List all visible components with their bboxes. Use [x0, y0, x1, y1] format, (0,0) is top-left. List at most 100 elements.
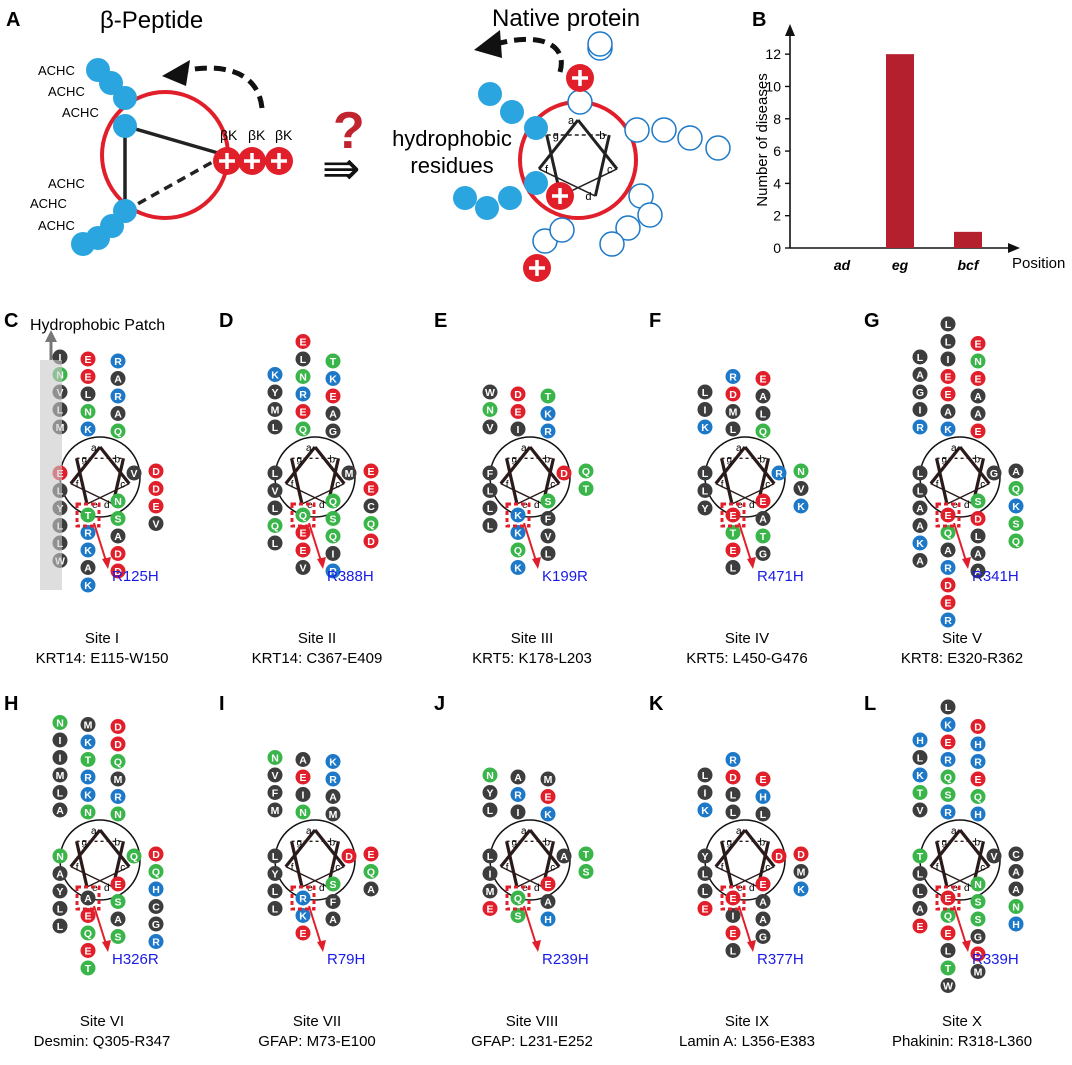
residue-bead: [325, 353, 341, 369]
residue-letter: T: [917, 787, 924, 799]
plus-icon: [529, 260, 545, 276]
residue-letter: T: [730, 527, 737, 539]
residue-bead: [540, 406, 556, 421]
wheel-position-label: a: [568, 115, 575, 127]
residue-bead: [940, 908, 956, 923]
bk-label: βK: [248, 127, 266, 143]
wheel-edge: [74, 840, 89, 888]
residue-letter: Y: [56, 886, 63, 898]
residue-letter: L: [487, 851, 494, 863]
residue-bead: [912, 535, 928, 551]
wheel-position-label: b: [974, 454, 980, 465]
residue-bead: [1008, 846, 1024, 862]
wheel-position-label: e: [522, 883, 528, 894]
residue-letter: A: [84, 562, 92, 574]
residue-letter: I: [517, 807, 520, 819]
residue-letter: Q: [299, 424, 307, 436]
residue-bead: [295, 351, 311, 367]
residue-bead: [725, 804, 741, 820]
residue-letter: T: [545, 391, 552, 403]
wheel-position-label: g: [512, 837, 518, 848]
residue-letter: A: [329, 791, 337, 803]
residue-bead: [912, 767, 928, 783]
residue-letter: R: [299, 893, 307, 905]
wheel-edge: [714, 446, 747, 485]
residue-letter: L: [272, 503, 279, 515]
residue-bead: [970, 911, 986, 927]
residue-letter: G: [759, 548, 767, 560]
mutation-label: R239H: [542, 951, 589, 968]
residue-bead: [295, 908, 311, 923]
site-range: KRT14: E115-W150: [36, 650, 169, 667]
residue-bead: [793, 498, 809, 514]
wheel-edge: [86, 483, 130, 505]
residue-bead: [940, 316, 956, 332]
site-panel-L: LabcdefgHLKTVLKERQSRDHREQHTLLAEEQELTWNSS…: [864, 693, 1032, 1050]
residue-bead: [52, 750, 68, 765]
wheel-edge: [504, 457, 519, 505]
residue-bead: [482, 419, 498, 435]
wheel-edge: [537, 119, 580, 170]
residue-letter: Q: [367, 518, 375, 530]
residue-bead: [80, 960, 96, 976]
residue-bead: [295, 769, 311, 785]
residue-letter: A: [114, 531, 122, 543]
residue-bead: [325, 806, 341, 822]
residue-bead: [110, 771, 126, 787]
site-title: Site I: [85, 630, 119, 647]
wheel-edge: [504, 840, 519, 888]
wheel-position-label: d: [319, 883, 325, 894]
residue-letter: R: [775, 468, 783, 480]
wheel-edge: [313, 446, 346, 485]
residue-bead: [578, 463, 594, 479]
residue-bead: [267, 883, 283, 899]
residue-bead: [940, 351, 956, 367]
residue-letter: A: [944, 545, 952, 557]
residue-bead: [325, 511, 341, 526]
residue-bead: [148, 899, 164, 914]
residue-letter: K: [944, 719, 952, 731]
residue-letter: L: [730, 562, 737, 574]
site-title: Site VII: [293, 1013, 341, 1030]
residue-bead: [970, 964, 986, 979]
residue-bead: [697, 384, 713, 400]
residue-bead: [940, 769, 956, 785]
residue-bead: [970, 563, 986, 579]
site-panel-D: DabcdefgKYMLELNREQTKEAGLVLQLQEEVQSQIREEC…: [219, 310, 382, 667]
residue-bead: [912, 901, 928, 916]
residue-letter: R: [974, 756, 982, 768]
residue-bead: [148, 481, 164, 496]
wheel-edge: [500, 483, 544, 505]
mutation-arrow-head: [102, 557, 111, 569]
residue-letter: R: [84, 772, 92, 784]
mutation-label: R125H: [112, 568, 159, 585]
residue-bead: [540, 511, 556, 526]
panel-letter: G: [864, 310, 880, 332]
y-tick-label: 8: [773, 111, 781, 127]
open-bead: [549, 217, 575, 243]
residue-bead: [110, 423, 126, 439]
residue-letter: E: [974, 338, 981, 350]
residue-letter: D: [152, 483, 160, 495]
residue-letter: S: [974, 896, 981, 908]
hydrophobic-bead: [453, 186, 477, 210]
residue-bead: [725, 542, 741, 558]
residue-bead: [267, 419, 283, 435]
hydrophobic-bead: [524, 171, 548, 195]
site-range: Desmin: Q305-R347: [34, 1033, 171, 1050]
residue-letter: Q: [329, 496, 337, 508]
wheel-position-label: c: [980, 863, 985, 874]
residue-letter: L: [487, 520, 494, 532]
residue-bead: [912, 402, 928, 417]
residue-bead: [912, 500, 928, 516]
site-title: Site VI: [80, 1013, 124, 1030]
achc-top-chain: [86, 58, 137, 138]
residue-bead: [970, 736, 986, 752]
wheel-position-label: c: [765, 480, 770, 491]
residue-letter: R: [114, 356, 122, 368]
residue-letter: A: [84, 893, 92, 905]
residue-letter: L: [760, 809, 767, 821]
residue-bead: [697, 848, 713, 864]
residue-bead: [295, 334, 311, 349]
